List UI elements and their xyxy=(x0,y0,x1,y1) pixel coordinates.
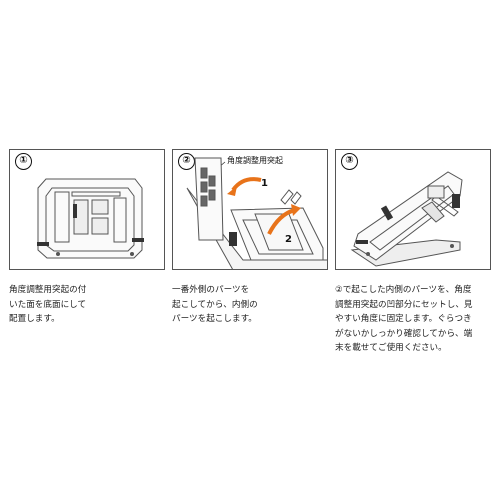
caption-line: いた面を底面にして xyxy=(9,299,87,310)
step-1-caption: 角度調整用突起の付 いた面を底面にして 配置します。 xyxy=(9,283,165,327)
step-3-number: ③ xyxy=(341,153,358,170)
step-1-number: ① xyxy=(15,153,32,170)
stand-flat-illustration xyxy=(37,178,144,259)
caption-line: がないかしっかり確認してから、端 xyxy=(335,328,473,339)
step-3-caption: ②で起こした内側のパーツを、角度 調整用突起の凹部分にセットし、見 やすい角度に… xyxy=(335,283,491,356)
caption-line: 一番外側のパーツを xyxy=(172,285,250,295)
caption-line: 配置します。 xyxy=(9,314,60,324)
step-2-caption: 一番外側のパーツを 起こしてから、内側の パーツを起こします。 xyxy=(172,283,328,327)
caption-line: ②で起こした内側のパーツを、角度 xyxy=(335,285,472,295)
angle-protrusion-callout: 角度調整用突起 xyxy=(227,156,283,165)
caption-line: 角度調整用突起の付 xyxy=(9,285,87,295)
stand-unfolding-illustration xyxy=(186,157,327,269)
step-3-panel: ③ xyxy=(335,149,491,270)
step-2-panel: ② 角度調整用突起 1 2 xyxy=(172,149,328,270)
caption-line: 末を載せてご使用ください。 xyxy=(335,343,447,353)
arrow-1-label: 1 xyxy=(261,178,268,189)
arrow-2-label: 2 xyxy=(285,234,292,245)
caption-line: 起こしてから、内側の xyxy=(172,299,258,310)
step-1-panel: ① xyxy=(9,149,165,270)
caption-line: パーツを起こします。 xyxy=(172,314,257,324)
stand-assembled-illustration xyxy=(350,171,463,267)
step-2-number: ② xyxy=(178,153,195,170)
caption-line: やすい角度に固定します。ぐらつき xyxy=(335,314,472,324)
caption-line: 調整用突起の凹部分にセットし、見 xyxy=(335,299,473,310)
